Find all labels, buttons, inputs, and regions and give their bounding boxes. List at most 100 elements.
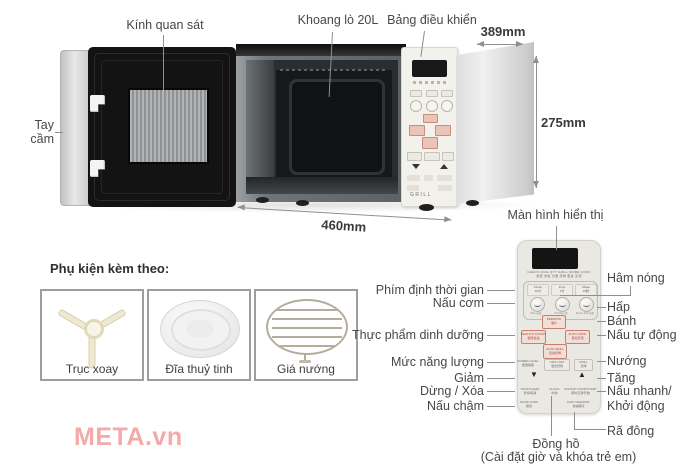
- open-door: [88, 47, 236, 207]
- accessory-turntable-support: Trục xoay: [40, 289, 144, 381]
- legend-line: [597, 307, 606, 308]
- legend-control-panel: CHECK RICE QTY GRILL MORE COOK 检查 米饭 分量 …: [517, 240, 601, 414]
- legend-line: [597, 321, 606, 322]
- legend-steam: Hấp: [607, 300, 630, 314]
- legend-healthy-foods: Thực phẩm dinh dưỡng: [352, 328, 484, 342]
- accessory-grill-rack: Giá nướng: [254, 289, 358, 381]
- grill-rack-icon: [266, 299, 348, 355]
- legend-reheat: Hâm nóng: [607, 271, 665, 285]
- door-ridge: [101, 60, 223, 194]
- mini-down-arrow-icon: [412, 164, 420, 169]
- mini-button: [407, 185, 419, 191]
- up-arrow-icon: ▲: [578, 370, 586, 379]
- legend-increase: Tăng: [607, 371, 636, 385]
- porridge-button: [555, 297, 570, 312]
- rice-button: [530, 297, 545, 312]
- legend-line: [487, 406, 515, 407]
- oven-foot: [419, 204, 434, 211]
- width-arrow: [477, 41, 523, 49]
- mini-button: [422, 137, 438, 149]
- dimension-height: 275mm: [541, 115, 586, 130]
- legend-line: [597, 335, 606, 336]
- height-arrow: [533, 56, 541, 188]
- dimension-width: 389mm: [480, 24, 526, 39]
- round-button-label: Rice 米饭: [530, 312, 542, 315]
- mini-button: [438, 185, 452, 191]
- round-button-label: Porridge 粥: [554, 312, 568, 315]
- legend-line: [597, 361, 606, 362]
- mini-round-button: [410, 100, 422, 112]
- legend-line: [597, 378, 606, 379]
- mini-round-button: [441, 100, 453, 112]
- mini-button: [407, 175, 420, 181]
- indicator-text: CHECK RICE QTY GRILL MORE COOK: [527, 270, 591, 274]
- mini-button: [409, 125, 425, 136]
- legend-line: [487, 362, 515, 363]
- cavity-left-wall: [246, 60, 274, 194]
- grill-text: GRILL: [410, 192, 432, 198]
- legend-line: [487, 290, 515, 291]
- legend-stop-clear: Dừng / Xóa: [420, 384, 484, 398]
- accessory-label: Trục xoay: [65, 362, 119, 376]
- oven-side-panel: [456, 42, 534, 205]
- mini-button: [410, 90, 422, 97]
- oven-foot: [466, 200, 479, 206]
- mini-button: [441, 90, 453, 97]
- legend-cake: Bánh: [607, 314, 637, 328]
- mini-button: [426, 90, 438, 97]
- legend-decrease: Giảm: [454, 371, 484, 385]
- callout-line: [163, 35, 164, 90]
- legend-slow-cook: Nấu chậm: [427, 399, 484, 413]
- legend-line: [487, 303, 515, 304]
- cavity-grill-rail: [280, 69, 388, 71]
- mini-button: [407, 152, 422, 161]
- steam-fish-button: [579, 297, 594, 312]
- mini-up-arrow-icon: [440, 164, 448, 169]
- legend-defrost: Rã đông: [607, 424, 655, 438]
- door-viewing-glass: [128, 88, 209, 164]
- legend-cook-rice: Nấu cơm: [432, 296, 484, 310]
- legend-line: [597, 391, 606, 392]
- legend-elbow-line: [574, 412, 575, 430]
- legend-time-keys: Phím định thời gian: [375, 283, 484, 297]
- callout-line: [55, 132, 63, 133]
- legend-elbow-line: [560, 295, 631, 296]
- down-arrow-icon: ▼: [530, 370, 538, 379]
- dish-icon: [582, 302, 590, 307]
- oven-top-edge: [236, 44, 406, 58]
- legend-elbow-line: [574, 429, 606, 430]
- turntable-support-icon: [42, 291, 142, 369]
- legend-display: [532, 248, 578, 269]
- grill-rack-foot: [299, 360, 311, 363]
- legend-clock-subtitle: (Cài đặt giờ và khóa trẻ em): [480, 450, 637, 464]
- legend-clock-title: Đồng hồ: [532, 437, 580, 451]
- cavity-back-recess: [289, 79, 385, 175]
- mini-button: [424, 152, 440, 161]
- mini-button: [424, 175, 433, 181]
- mini-indicator-row: [413, 81, 446, 84]
- legend-line: [487, 378, 515, 379]
- callout-control-panel: Bảng điều khiển: [387, 13, 477, 27]
- dimension-depth: 460mm: [320, 216, 367, 235]
- callout-line: [556, 226, 557, 250]
- legend-elbow-line: [630, 286, 631, 296]
- legend-line: [551, 396, 552, 436]
- dish-icon: [533, 302, 541, 307]
- front-control-panel: GRILL: [401, 47, 458, 207]
- callout-display: Màn hình hiển thị: [507, 208, 604, 222]
- mini-button: [423, 114, 438, 123]
- round-button-label: Steam Fish 蒸鱼: [575, 312, 595, 315]
- indicator-text: 检查 米饭 分量 烧烤 更多 烹调: [536, 274, 582, 278]
- accessory-label: Đĩa thuỷ tinh: [165, 362, 233, 376]
- legend-grill: Nướng: [607, 354, 647, 368]
